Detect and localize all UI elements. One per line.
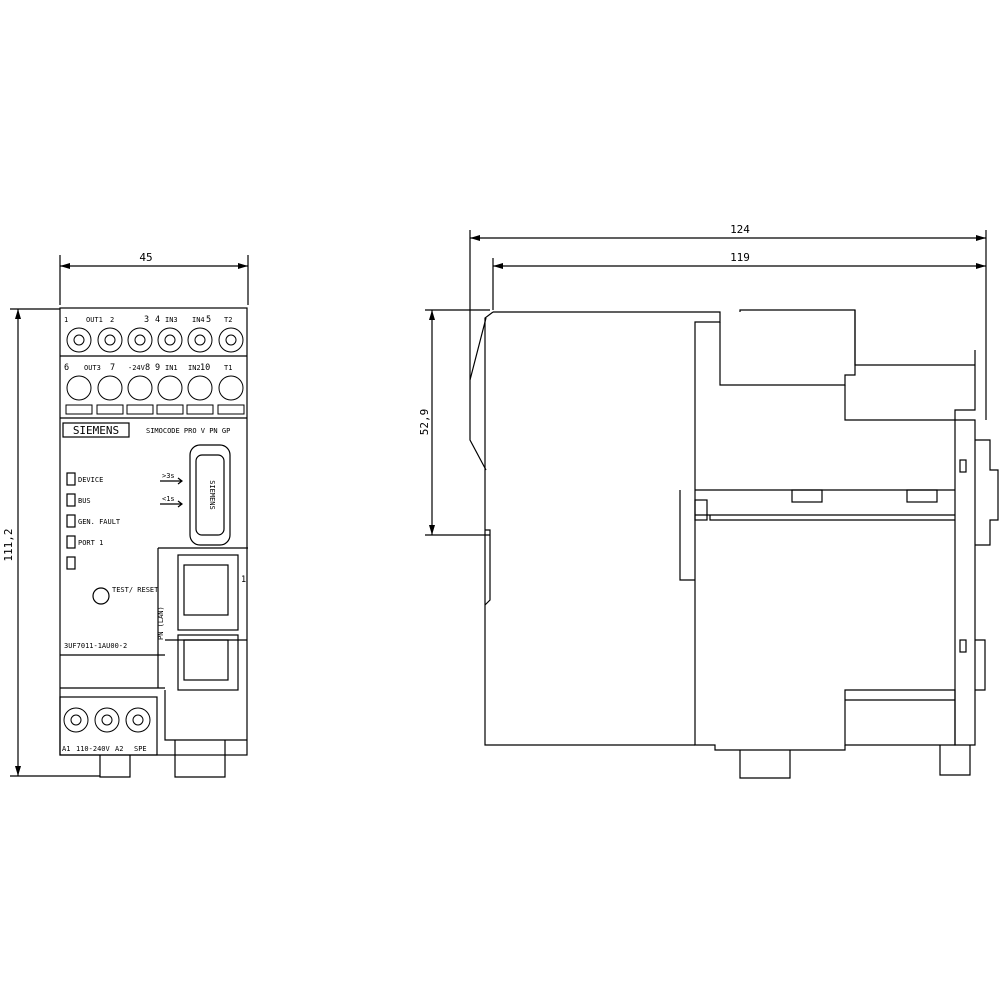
screw-terminal[interactable] bbox=[218, 375, 244, 401]
dimension-label: 45 bbox=[139, 251, 152, 264]
terminal-label: BUS bbox=[78, 497, 91, 505]
screw-head-icon bbox=[73, 334, 85, 346]
terminal-label: IN3 bbox=[165, 316, 178, 324]
terminal-marker bbox=[156, 404, 184, 415]
screw-head-icon bbox=[104, 334, 116, 346]
terminal-marker bbox=[126, 404, 154, 415]
terminal-label: <1s bbox=[162, 495, 175, 503]
screw-head-icon bbox=[225, 334, 237, 346]
terminal-label: 3 bbox=[144, 315, 149, 325]
screw-head-icon bbox=[194, 334, 206, 346]
terminal-label: 9 bbox=[155, 363, 160, 373]
dimension-width-front: 45 bbox=[59, 251, 249, 305]
terminal-label: 1 bbox=[241, 575, 246, 585]
screw-terminal[interactable] bbox=[66, 375, 92, 401]
dimension-height-upper: 52,9 bbox=[418, 309, 490, 536]
dimension-depth-body: 119 bbox=[492, 251, 986, 310]
bus-connector: SIEMENS bbox=[189, 444, 231, 546]
terminal-label: GEN. FAULT bbox=[78, 518, 121, 526]
screw-head-icon bbox=[164, 334, 176, 346]
terminal-label: 1 bbox=[64, 316, 68, 324]
terminal-label: 10 bbox=[200, 363, 210, 373]
side-view bbox=[469, 309, 999, 779]
terminal-marker bbox=[186, 404, 214, 415]
screw-terminal[interactable] bbox=[127, 375, 153, 401]
terminal-label: PN (LAN) bbox=[157, 606, 165, 640]
terminal-label: >3s bbox=[162, 472, 175, 480]
dimension-label: 52,9 bbox=[418, 409, 431, 436]
terminal-label: 6 bbox=[64, 363, 69, 373]
terminal-label: IN1 bbox=[165, 364, 178, 372]
screw-terminal-row bbox=[63, 707, 151, 733]
ethernet-port-1: 1 bbox=[177, 554, 246, 631]
screw-terminal[interactable] bbox=[157, 375, 183, 401]
terminal-label: SIEMENS bbox=[208, 480, 216, 510]
dimension-label: 119 bbox=[730, 251, 750, 264]
terminal-label: 4 bbox=[155, 315, 160, 325]
terminal-label: PORT 1 bbox=[78, 539, 103, 547]
terminal-label: -24V bbox=[128, 364, 146, 372]
terminal-label: 5 bbox=[206, 315, 211, 325]
test-reset-button[interactable] bbox=[92, 587, 110, 605]
dimension-label: 111,2 bbox=[2, 528, 15, 561]
terminal-label: T2 bbox=[224, 316, 232, 324]
terminal-label: OUT3 bbox=[84, 364, 101, 372]
terminal-label: A1 bbox=[62, 745, 70, 753]
terminal-label: IN4 bbox=[192, 316, 205, 324]
terminal-label: A2 bbox=[115, 745, 123, 753]
terminal-label: OUT1 bbox=[86, 316, 103, 324]
terminal-label: 7 bbox=[110, 363, 115, 373]
dimension-height-total: 111,2 bbox=[2, 308, 100, 777]
terminal-label: T1 bbox=[224, 364, 232, 372]
terminal-label: IN2 bbox=[188, 364, 201, 372]
screw-terminal[interactable] bbox=[187, 375, 213, 401]
product-name: SIMOCODE PRO V PN GP bbox=[146, 427, 230, 435]
terminal-label: TEST/ RESET bbox=[112, 586, 159, 594]
led-list: DEVICE BUS GEN. FAULT PORT 1 bbox=[66, 472, 121, 570]
siemens-logo: SIEMENS bbox=[73, 424, 119, 437]
terminal-label: SPE bbox=[134, 745, 147, 753]
dimension-depth-total: 124 bbox=[469, 223, 987, 420]
front-view: 1 OUT1 2 3 4 IN3 IN4 5 T2 6 OUT3 7 -24V … bbox=[59, 307, 248, 778]
ethernet-port-2 bbox=[177, 634, 239, 691]
terminal-marker bbox=[217, 404, 245, 415]
terminal-label: 2 bbox=[110, 316, 114, 324]
dimension-label: 124 bbox=[730, 223, 750, 236]
terminal-marker bbox=[65, 404, 93, 415]
terminal-label: DEVICE bbox=[78, 476, 103, 484]
terminal-marker bbox=[96, 404, 124, 415]
screw-head-icon bbox=[101, 714, 113, 726]
screw-head-icon bbox=[134, 334, 146, 346]
screw-terminal-row bbox=[65, 327, 245, 415]
order-number: 3UF7011-1AU00-2 bbox=[64, 642, 127, 650]
screw-head-icon bbox=[132, 714, 144, 726]
screw-terminal[interactable] bbox=[97, 375, 123, 401]
terminal-label: 8 bbox=[145, 363, 150, 373]
screw-head-icon bbox=[70, 714, 82, 726]
terminal-label: 110-240V bbox=[76, 745, 111, 753]
